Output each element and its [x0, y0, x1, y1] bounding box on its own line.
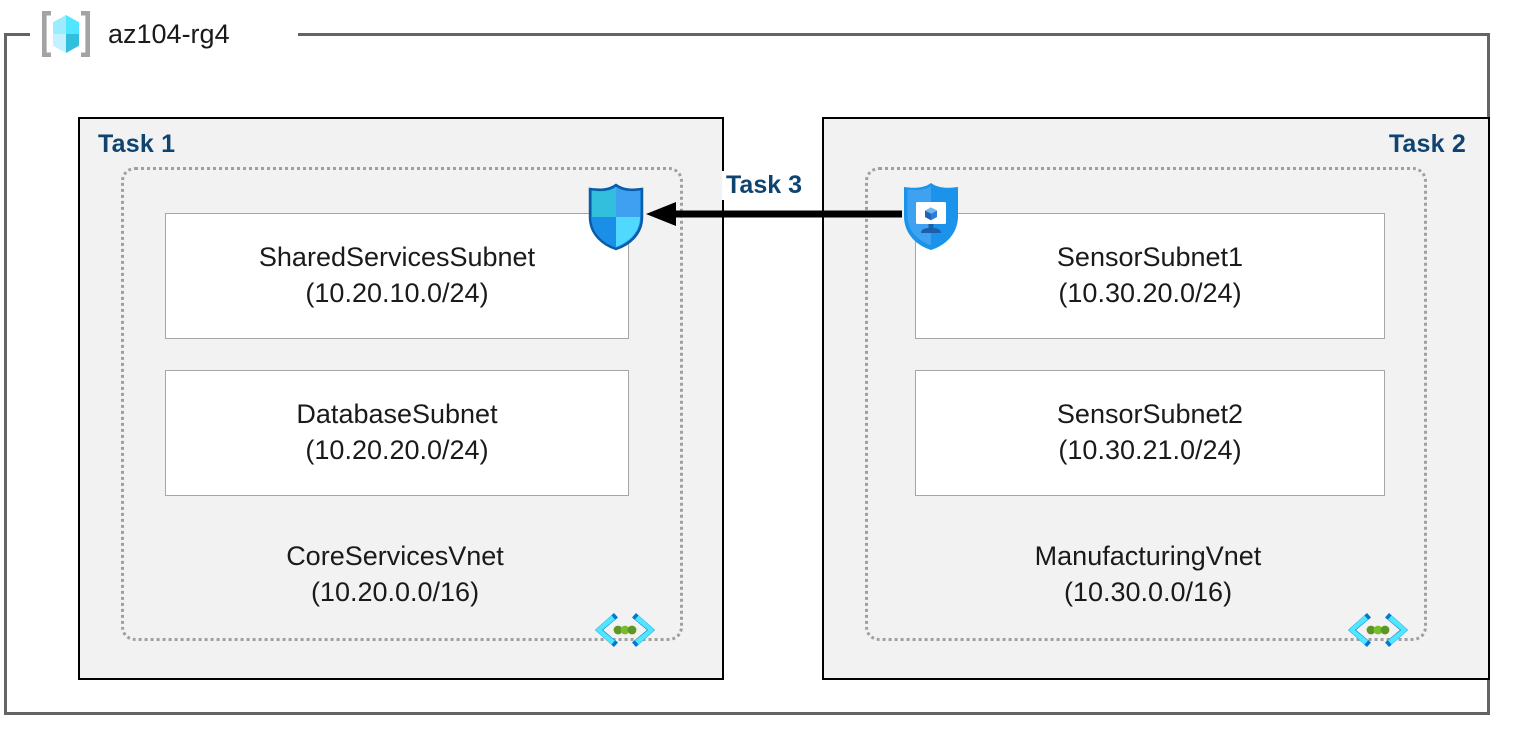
subnet-sensor1: SensorSubnet1 (10.30.20.0/24)	[915, 213, 1385, 339]
subnet-name: SensorSubnet2	[1056, 399, 1244, 430]
vnet-coreservices-boundary	[121, 167, 683, 641]
task1-label: Task 1	[98, 130, 176, 158]
subnet-name: SharedServicesSubnet	[258, 242, 536, 273]
shield-icon	[586, 183, 646, 251]
virtual-network-icon	[1345, 609, 1411, 651]
subnet-cidr: (10.30.21.0/24)	[1058, 435, 1242, 465]
vnet-manufacturing-caption: ManufacturingVnet (10.30.0.0/16)	[913, 539, 1383, 610]
subnet-sharedservices: SharedServicesSubnet (10.20.10.0/24)	[165, 213, 629, 339]
task3-label: Task 3	[722, 171, 806, 200]
vnet-name: CoreServicesVnet	[286, 541, 504, 571]
resource-group-name: az104-rg4	[108, 18, 230, 49]
subnet-cidr: (10.20.10.0/24)	[305, 278, 489, 308]
subnet-cidr: (10.30.20.0/24)	[1058, 278, 1242, 308]
vnet-cidr: (10.30.0.0/16)	[1063, 576, 1233, 607]
resource-group-header: az104-rg4	[38, 6, 230, 62]
task2-label: Task 2	[1388, 130, 1466, 158]
vnet-name: ManufacturingVnet	[1034, 541, 1262, 571]
vnet-cidr: (10.20.0.0/16)	[310, 576, 480, 607]
resource-group-cube-icon	[38, 8, 94, 60]
vnet-peering-arrow	[640, 196, 902, 232]
subnet-sensor2: SensorSubnet2 (10.30.21.0/24)	[915, 370, 1385, 496]
subnet-name: DatabaseSubnet	[296, 399, 498, 430]
vnet-manufacturing-boundary	[865, 167, 1427, 641]
subnet-database: DatabaseSubnet (10.20.20.0/24)	[165, 370, 629, 496]
subnet-cidr: (10.20.20.0/24)	[305, 435, 489, 465]
subnet-name: SensorSubnet1	[1056, 242, 1244, 273]
shield-monitor-icon	[899, 180, 963, 252]
virtual-network-icon	[592, 609, 658, 651]
vnet-coreservices-caption: CoreServicesVnet (10.20.0.0/16)	[160, 539, 630, 610]
